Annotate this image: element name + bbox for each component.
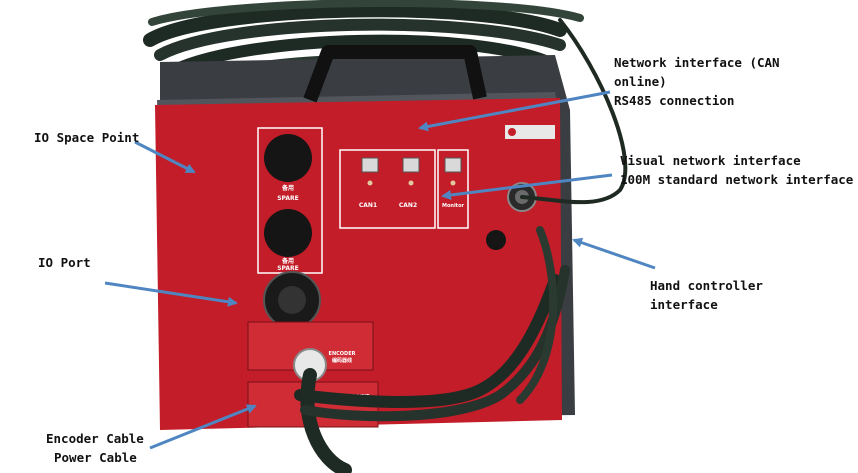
network-line-1: Network interface (CAN bbox=[614, 55, 780, 70]
io-port-label: IO Port bbox=[38, 255, 91, 270]
network-interface-callout: Network interface (CAN online) RS485 con… bbox=[614, 53, 780, 110]
io-port-core bbox=[278, 286, 306, 314]
encoder-cable-label: Encoder Cable bbox=[46, 431, 144, 446]
arrow-io-space-point bbox=[134, 140, 196, 174]
spare-1-en-label: SPARE bbox=[277, 195, 299, 202]
extra-port bbox=[486, 230, 506, 250]
network-line-3: RS485 connection bbox=[614, 93, 735, 108]
sticker-logo-icon bbox=[508, 128, 516, 136]
can1-led bbox=[367, 180, 373, 186]
hand-line-1: Hand controller bbox=[650, 278, 763, 293]
arrow-io-port bbox=[104, 281, 238, 307]
power-cable-label: Power Cable bbox=[54, 450, 137, 465]
can1-label: CAN1 bbox=[359, 202, 377, 209]
cabinet-handle bbox=[303, 45, 487, 103]
callout-arrows bbox=[104, 90, 656, 450]
monitor-port-icon bbox=[444, 157, 462, 173]
monitor-led bbox=[450, 180, 456, 186]
spare-port-1 bbox=[264, 134, 312, 182]
hand-line-2: interface bbox=[650, 297, 718, 312]
can-ports-outline bbox=[339, 149, 436, 229]
can2-led bbox=[408, 180, 414, 186]
cable-callout: Encoder Cable Power Cable bbox=[46, 429, 144, 467]
arrow-encoder-power bbox=[149, 404, 257, 450]
io-port-callout: IO Port bbox=[38, 253, 91, 272]
io-space-callout: IO Space Point bbox=[34, 128, 139, 147]
spare-2-en-label: SPARE bbox=[277, 265, 299, 272]
arrow-visual-network bbox=[441, 173, 613, 200]
can2-port-icon bbox=[402, 157, 420, 173]
visual-line-1: Visual network interface bbox=[620, 153, 801, 168]
visual-network-callout: Visual network interface 100M standard n… bbox=[620, 151, 853, 189]
spare-1-cn-label: 备用 bbox=[281, 184, 294, 192]
spare-2-cn-label: 备用 bbox=[281, 257, 294, 265]
can2-label: CAN2 bbox=[399, 202, 417, 209]
io-space-label: IO Space Point bbox=[34, 130, 140, 145]
visual-line-2: 100M standard network interface bbox=[620, 172, 854, 187]
arrow-network-interface bbox=[418, 90, 611, 132]
encoder-cn-label: 编码器线 bbox=[332, 357, 352, 364]
label-sticker bbox=[505, 125, 555, 139]
monitor-port-outline bbox=[437, 149, 469, 229]
encoder-en-label: ENCODER bbox=[329, 351, 356, 357]
can1-port-icon bbox=[361, 157, 379, 173]
hand-controller-callout: Hand controller interface bbox=[650, 276, 763, 314]
network-line-2: online) bbox=[614, 74, 667, 89]
output-cables bbox=[294, 18, 628, 473]
monitor-label: Monitor bbox=[442, 203, 465, 209]
arrow-hand-controller bbox=[572, 237, 656, 270]
spare-port-2 bbox=[264, 209, 312, 257]
